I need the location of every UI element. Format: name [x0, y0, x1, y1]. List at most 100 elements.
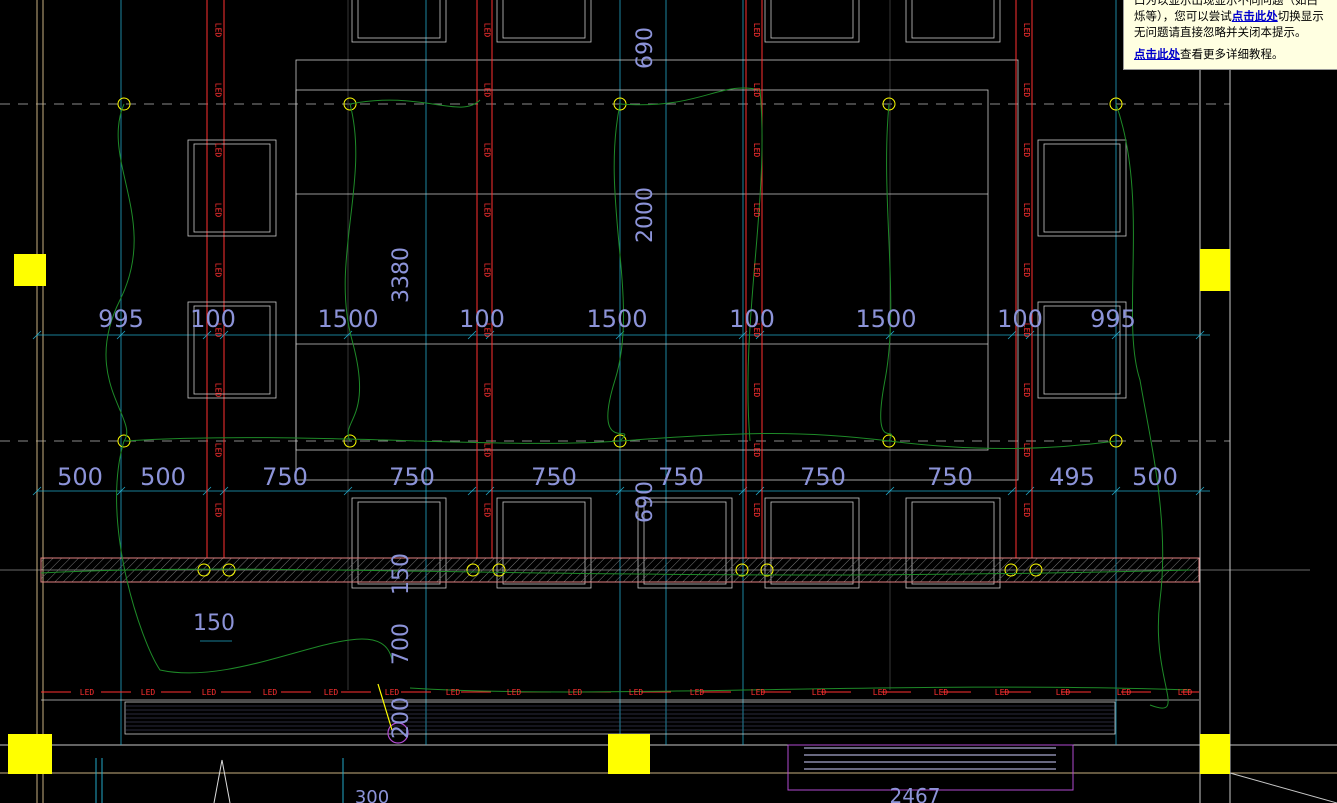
- chair-bottom: [351, 497, 447, 589]
- dimension-tick: [615, 486, 625, 496]
- spot-lamp-circle: [760, 563, 774, 577]
- dimension-tick: [755, 330, 765, 340]
- hatched-beam: [40, 557, 1200, 583]
- chair-bottom-seat: [643, 501, 727, 585]
- dimension-vertical-label: 690: [633, 481, 658, 523]
- dimension-bottom-label: 750: [800, 463, 846, 491]
- chair-left-seat: [193, 305, 271, 395]
- wire-path: [105, 103, 393, 674]
- dimension-bottom-label: 750: [658, 463, 704, 491]
- led-column-label: LED: [752, 503, 761, 518]
- led-column-label: LED: [214, 23, 223, 38]
- chair-bottom-seat: [357, 501, 441, 585]
- dimension-bottom-label: 750: [927, 463, 973, 491]
- wire-path: [409, 686, 1191, 693]
- led-column-label: LED: [1022, 23, 1031, 38]
- led-column-label: LED: [1022, 323, 1031, 338]
- led-strip-label: LED: [202, 688, 217, 697]
- chair-bottom: [496, 497, 592, 589]
- yellow-column: [14, 254, 46, 286]
- led-strip-label: LED: [446, 688, 461, 697]
- dimension-vertical-label: 2000: [633, 187, 658, 243]
- ceiling-lamp-circle: [117, 97, 131, 111]
- wire-path: [40, 568, 1191, 576]
- switch-display-link[interactable]: 点击此处: [1231, 9, 1278, 23]
- led-column-label: LED: [214, 143, 223, 158]
- led-strip-label: LED: [80, 688, 95, 697]
- spot-lamp-circle: [735, 563, 749, 577]
- dimension-vertical-label: 200: [389, 697, 414, 739]
- chair-top-seat: [770, 0, 854, 39]
- led-column-label: LED: [483, 323, 492, 338]
- chair-top-seat: [911, 0, 995, 39]
- led-strip-label: LED: [324, 688, 339, 697]
- window-outline: [787, 744, 1074, 791]
- dimension-tick: [885, 486, 895, 496]
- chair-top: [351, 0, 447, 43]
- dimension-vertical-label: 3380: [389, 247, 414, 303]
- led-column-label: LED: [752, 23, 761, 38]
- dimension-tick: [1195, 486, 1205, 496]
- dimension-bottom-label: 500: [57, 463, 103, 491]
- tutorial-link[interactable]: 点击此处: [1134, 47, 1180, 61]
- dimension-bottom-label: 500: [1132, 463, 1178, 491]
- led-column-label: LED: [483, 203, 492, 218]
- wire-path: [344, 103, 361, 442]
- stair-line: [221, 759, 231, 803]
- led-column-label: LED: [752, 263, 761, 278]
- led-column-label: LED: [214, 503, 223, 518]
- spot-lamp-circle: [222, 563, 236, 577]
- dimension-tick: [1007, 486, 1017, 496]
- led-column-label: LED: [214, 383, 223, 398]
- ceiling-lamp-circle: [1109, 434, 1123, 448]
- led-column-label: LED: [214, 323, 223, 338]
- dimension-top-label: 100: [997, 305, 1043, 333]
- dimension-tick: [467, 330, 477, 340]
- spot-lamp-circle: [492, 563, 506, 577]
- led-column-label: LED: [1022, 143, 1031, 158]
- chair-right: [1037, 139, 1127, 237]
- dimension-vertical-label: 150: [389, 553, 414, 595]
- led-strip-label: LED: [1178, 688, 1193, 697]
- led-column-label: LED: [483, 503, 492, 518]
- led-column-label: LED: [214, 203, 223, 218]
- chair-top-seat: [502, 0, 586, 39]
- chair-top: [905, 0, 1001, 43]
- stair-line: [213, 759, 223, 803]
- dimension-tick: [1195, 330, 1205, 340]
- dimension-top-label: 1500: [586, 305, 647, 333]
- dimension-tick: [1025, 486, 1035, 496]
- chair-top: [764, 0, 860, 43]
- chair-top-seat: [357, 0, 441, 39]
- dimension-tick: [1111, 330, 1121, 340]
- junction-circle: [387, 722, 409, 744]
- ceiling-lamp-circle: [343, 434, 357, 448]
- dimension-tick: [116, 330, 126, 340]
- ceiling-lamp-circle: [1109, 97, 1123, 111]
- ceiling-lamp-circle: [882, 97, 896, 111]
- spot-lamp-circle: [1029, 563, 1043, 577]
- dimension-tick: [116, 486, 126, 496]
- led-strip-label: LED: [1056, 688, 1071, 697]
- dimension-tick: [343, 330, 353, 340]
- led-strip-label: LED: [690, 688, 705, 697]
- led-strip-label: LED: [263, 688, 278, 697]
- chair-bottom: [637, 497, 733, 589]
- led-column-label: LED: [752, 143, 761, 158]
- led-strip-label: LED: [629, 688, 644, 697]
- dimension-bottom-label: 750: [531, 463, 577, 491]
- led-column-label: LED: [483, 263, 492, 278]
- led-strip-label: LED: [812, 688, 827, 697]
- dimension-top-label: 100: [459, 305, 505, 333]
- tip-line-4-text: 查看更多详细教程。: [1180, 47, 1284, 61]
- dimension-small-label: 150: [193, 611, 235, 636]
- dimension-tick: [755, 486, 765, 496]
- dimension-top-label: 1500: [855, 305, 916, 333]
- led-strip-label: LED: [568, 688, 583, 697]
- dimension-cut-label: 2467: [890, 784, 941, 803]
- yellow-column: [1200, 249, 1230, 291]
- dimension-tick: [467, 486, 477, 496]
- leader-line: [377, 683, 393, 731]
- table-inner-outline: [295, 89, 989, 451]
